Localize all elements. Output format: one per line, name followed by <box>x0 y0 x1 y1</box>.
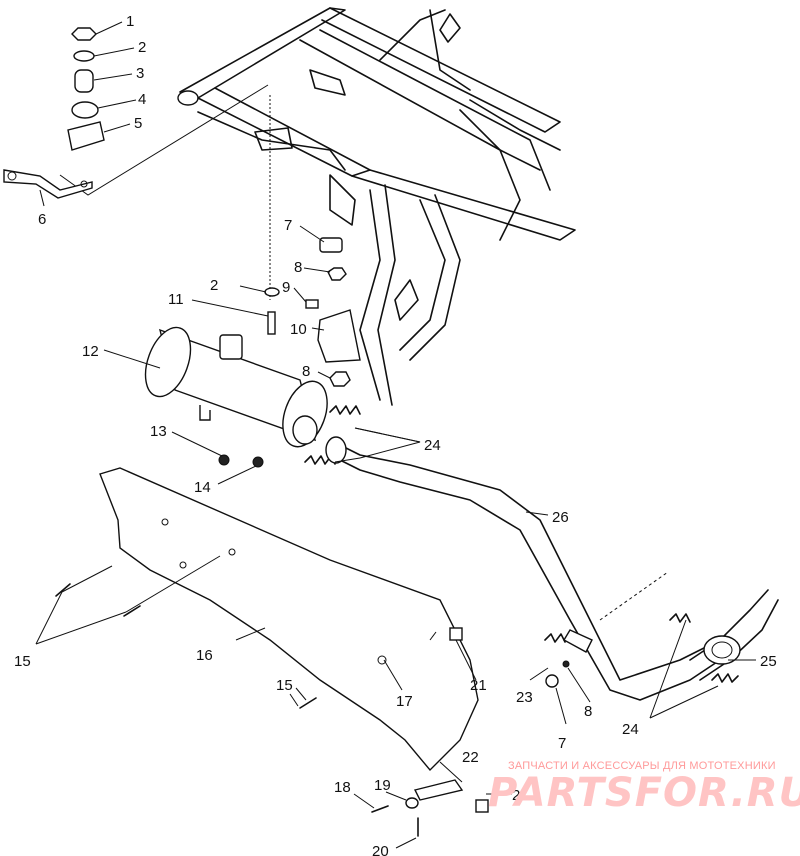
callout-2b: 2 <box>210 277 218 294</box>
callout-7b: 7 <box>558 735 566 752</box>
callout-4: 4 <box>138 91 146 108</box>
callout-12: 12 <box>82 343 99 360</box>
callout-5: 5 <box>134 115 142 132</box>
grommet-part <box>71 101 99 119</box>
callout-8c: 8 <box>302 363 310 380</box>
springs <box>304 405 739 683</box>
callout-25: 25 <box>760 653 777 670</box>
callout-21b: 21 <box>512 787 529 804</box>
callout-8: 8 <box>294 259 302 276</box>
watermark-tagline: ЗАПЧАСТИ И АКСЕССУАРЫ ДЛЯ МОТОТЕХНИКИ <box>508 760 776 772</box>
washer-part <box>73 50 95 62</box>
support-bracket-part <box>3 169 93 199</box>
callout-18: 18 <box>334 779 351 796</box>
head-pipe <box>325 436 779 701</box>
callout-19: 19 <box>374 777 391 794</box>
fasteners <box>55 454 570 837</box>
callout-23: 23 <box>516 689 533 706</box>
callout-8b: 8 <box>584 703 592 720</box>
callout-15a: 15 <box>14 653 31 670</box>
callout-20: 20 <box>372 843 389 856</box>
mount-hardware-stack <box>3 27 105 199</box>
callout-21a: 21 <box>470 677 487 694</box>
leader-lines <box>35 21 756 849</box>
callout-16: 16 <box>196 647 213 664</box>
callout-1: 1 <box>126 13 134 30</box>
callout-17: 17 <box>396 693 413 710</box>
callout-24a: 24 <box>424 437 441 454</box>
callout-13: 13 <box>150 423 167 440</box>
bushing-part <box>74 69 94 93</box>
mount-bracket-part <box>67 121 105 151</box>
callout-24b: 24 <box>622 721 639 738</box>
frame-assembly <box>59 7 576 406</box>
callout-6: 6 <box>38 211 46 228</box>
callout-15b: 15 <box>276 677 293 694</box>
isolator-bracket <box>305 237 361 387</box>
callout-9: 9 <box>282 279 290 296</box>
callout-2: 2 <box>138 39 146 56</box>
muffler <box>144 326 328 448</box>
callout-22: 22 <box>462 749 479 766</box>
callout-labels: 1 2 3 4 5 6 7 8 9 10 11 12 13 14 15 16 1… <box>14 13 777 856</box>
nut-part <box>71 27 97 41</box>
heat-shield <box>99 467 479 772</box>
watermark-logo: PARTSFOR.RU <box>488 770 800 816</box>
callout-10: 10 <box>290 321 307 338</box>
callout-14: 14 <box>194 479 211 496</box>
bolt-guideline <box>264 95 280 335</box>
callout-3: 3 <box>136 65 144 82</box>
callout-11: 11 <box>168 291 184 308</box>
callout-26: 26 <box>552 509 569 526</box>
callout-7: 7 <box>284 217 292 234</box>
